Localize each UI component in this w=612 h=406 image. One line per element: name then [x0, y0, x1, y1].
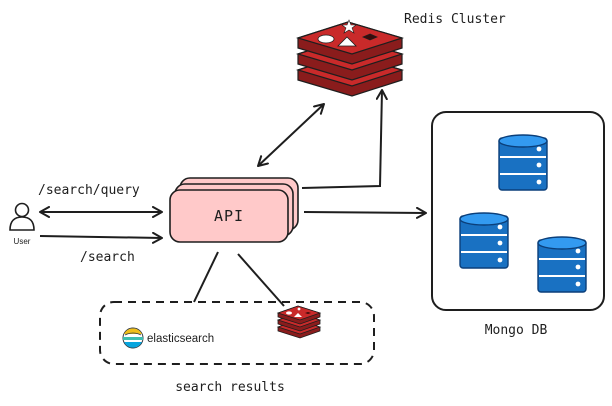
search-results-container — [99, 301, 375, 365]
mongo-container — [431, 111, 605, 311]
search-results-label: search results — [175, 380, 285, 395]
redis-node: Redis Cluster — [295, 12, 506, 97]
edge-api-elasticsearch — [193, 251, 219, 303]
api-node: API — [169, 177, 299, 243]
redis-icon — [295, 19, 405, 97]
search-results-node: elasticsearch search results — [99, 301, 375, 395]
edge-label-search-query: /search/query — [38, 183, 140, 198]
database-icon — [459, 134, 587, 293]
redis-label: Redis Cluster — [404, 12, 506, 27]
elasticsearch-icon — [122, 327, 144, 349]
mongo-node: Mongo DB — [431, 111, 605, 338]
edge-api-mongo — [303, 206, 427, 219]
edge-label-search: /search — [80, 250, 135, 265]
elasticsearch-label: elasticsearch — [147, 333, 214, 345]
redis-cache-icon — [276, 305, 322, 339]
edge-api-redis-left — [257, 103, 325, 167]
user-icon — [9, 202, 35, 231]
edge-api-cache — [237, 253, 285, 307]
api-label: API — [214, 207, 244, 225]
edge-api-redis-right — [301, 89, 388, 189]
edge-search-query: /search/query — [38, 183, 163, 218]
mongo-label: Mongo DB — [485, 323, 548, 338]
edge-search: /search — [39, 231, 163, 265]
user-label: User — [14, 237, 31, 246]
user-node: User — [9, 202, 35, 246]
